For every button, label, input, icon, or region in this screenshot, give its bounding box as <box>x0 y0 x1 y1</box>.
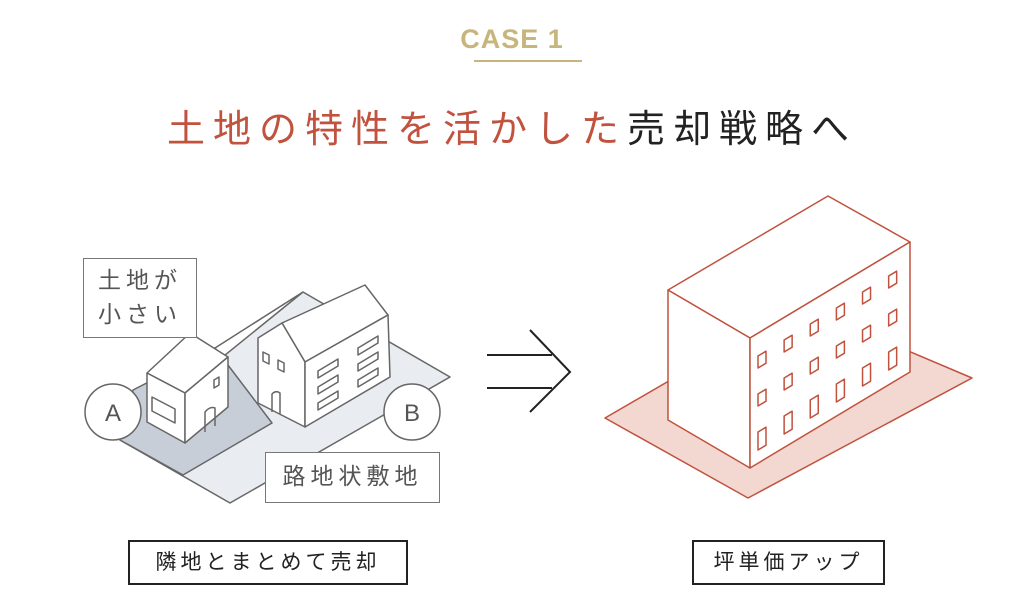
window <box>809 318 820 337</box>
window <box>887 346 898 371</box>
label-small-line2: 小さい <box>98 302 182 328</box>
window <box>809 356 820 375</box>
title-highlight: 土地の特性を活かした <box>166 107 627 151</box>
case-underline <box>474 60 582 62</box>
label-small-line1: 土地が <box>98 268 182 294</box>
label-small-land: 土地が 小さい <box>83 258 197 338</box>
small-house-icon <box>146 332 229 444</box>
window <box>861 286 872 305</box>
arrow-icon <box>487 329 572 413</box>
circle-b <box>383 383 441 441</box>
window <box>809 394 820 419</box>
label-alley-lot: 路地状敷地 <box>265 452 440 503</box>
window <box>887 308 898 327</box>
left-illustration <box>84 284 451 504</box>
window <box>757 388 767 407</box>
window <box>835 302 846 321</box>
window <box>783 372 793 391</box>
large-house-icon <box>257 284 391 428</box>
window <box>757 350 767 369</box>
circle-a <box>84 383 142 441</box>
window <box>835 378 846 403</box>
right-illustration <box>604 195 973 499</box>
page-title: 土地の特性を活かした売却戦略へ <box>0 98 1024 153</box>
circle-a-label: A <box>105 400 121 427</box>
title-rest: 売却戦略へ <box>627 107 858 151</box>
window <box>861 324 872 343</box>
window <box>783 410 793 435</box>
case-label: CASE 1 <box>460 24 564 54</box>
window <box>757 426 767 451</box>
window <box>835 340 846 359</box>
caption-left: 隣地とまとめて売却 <box>128 540 408 585</box>
window <box>887 270 898 289</box>
caption-right: 坪単価アップ <box>692 540 885 585</box>
window <box>783 334 793 353</box>
window <box>861 362 872 387</box>
circle-b-label: B <box>404 400 420 427</box>
